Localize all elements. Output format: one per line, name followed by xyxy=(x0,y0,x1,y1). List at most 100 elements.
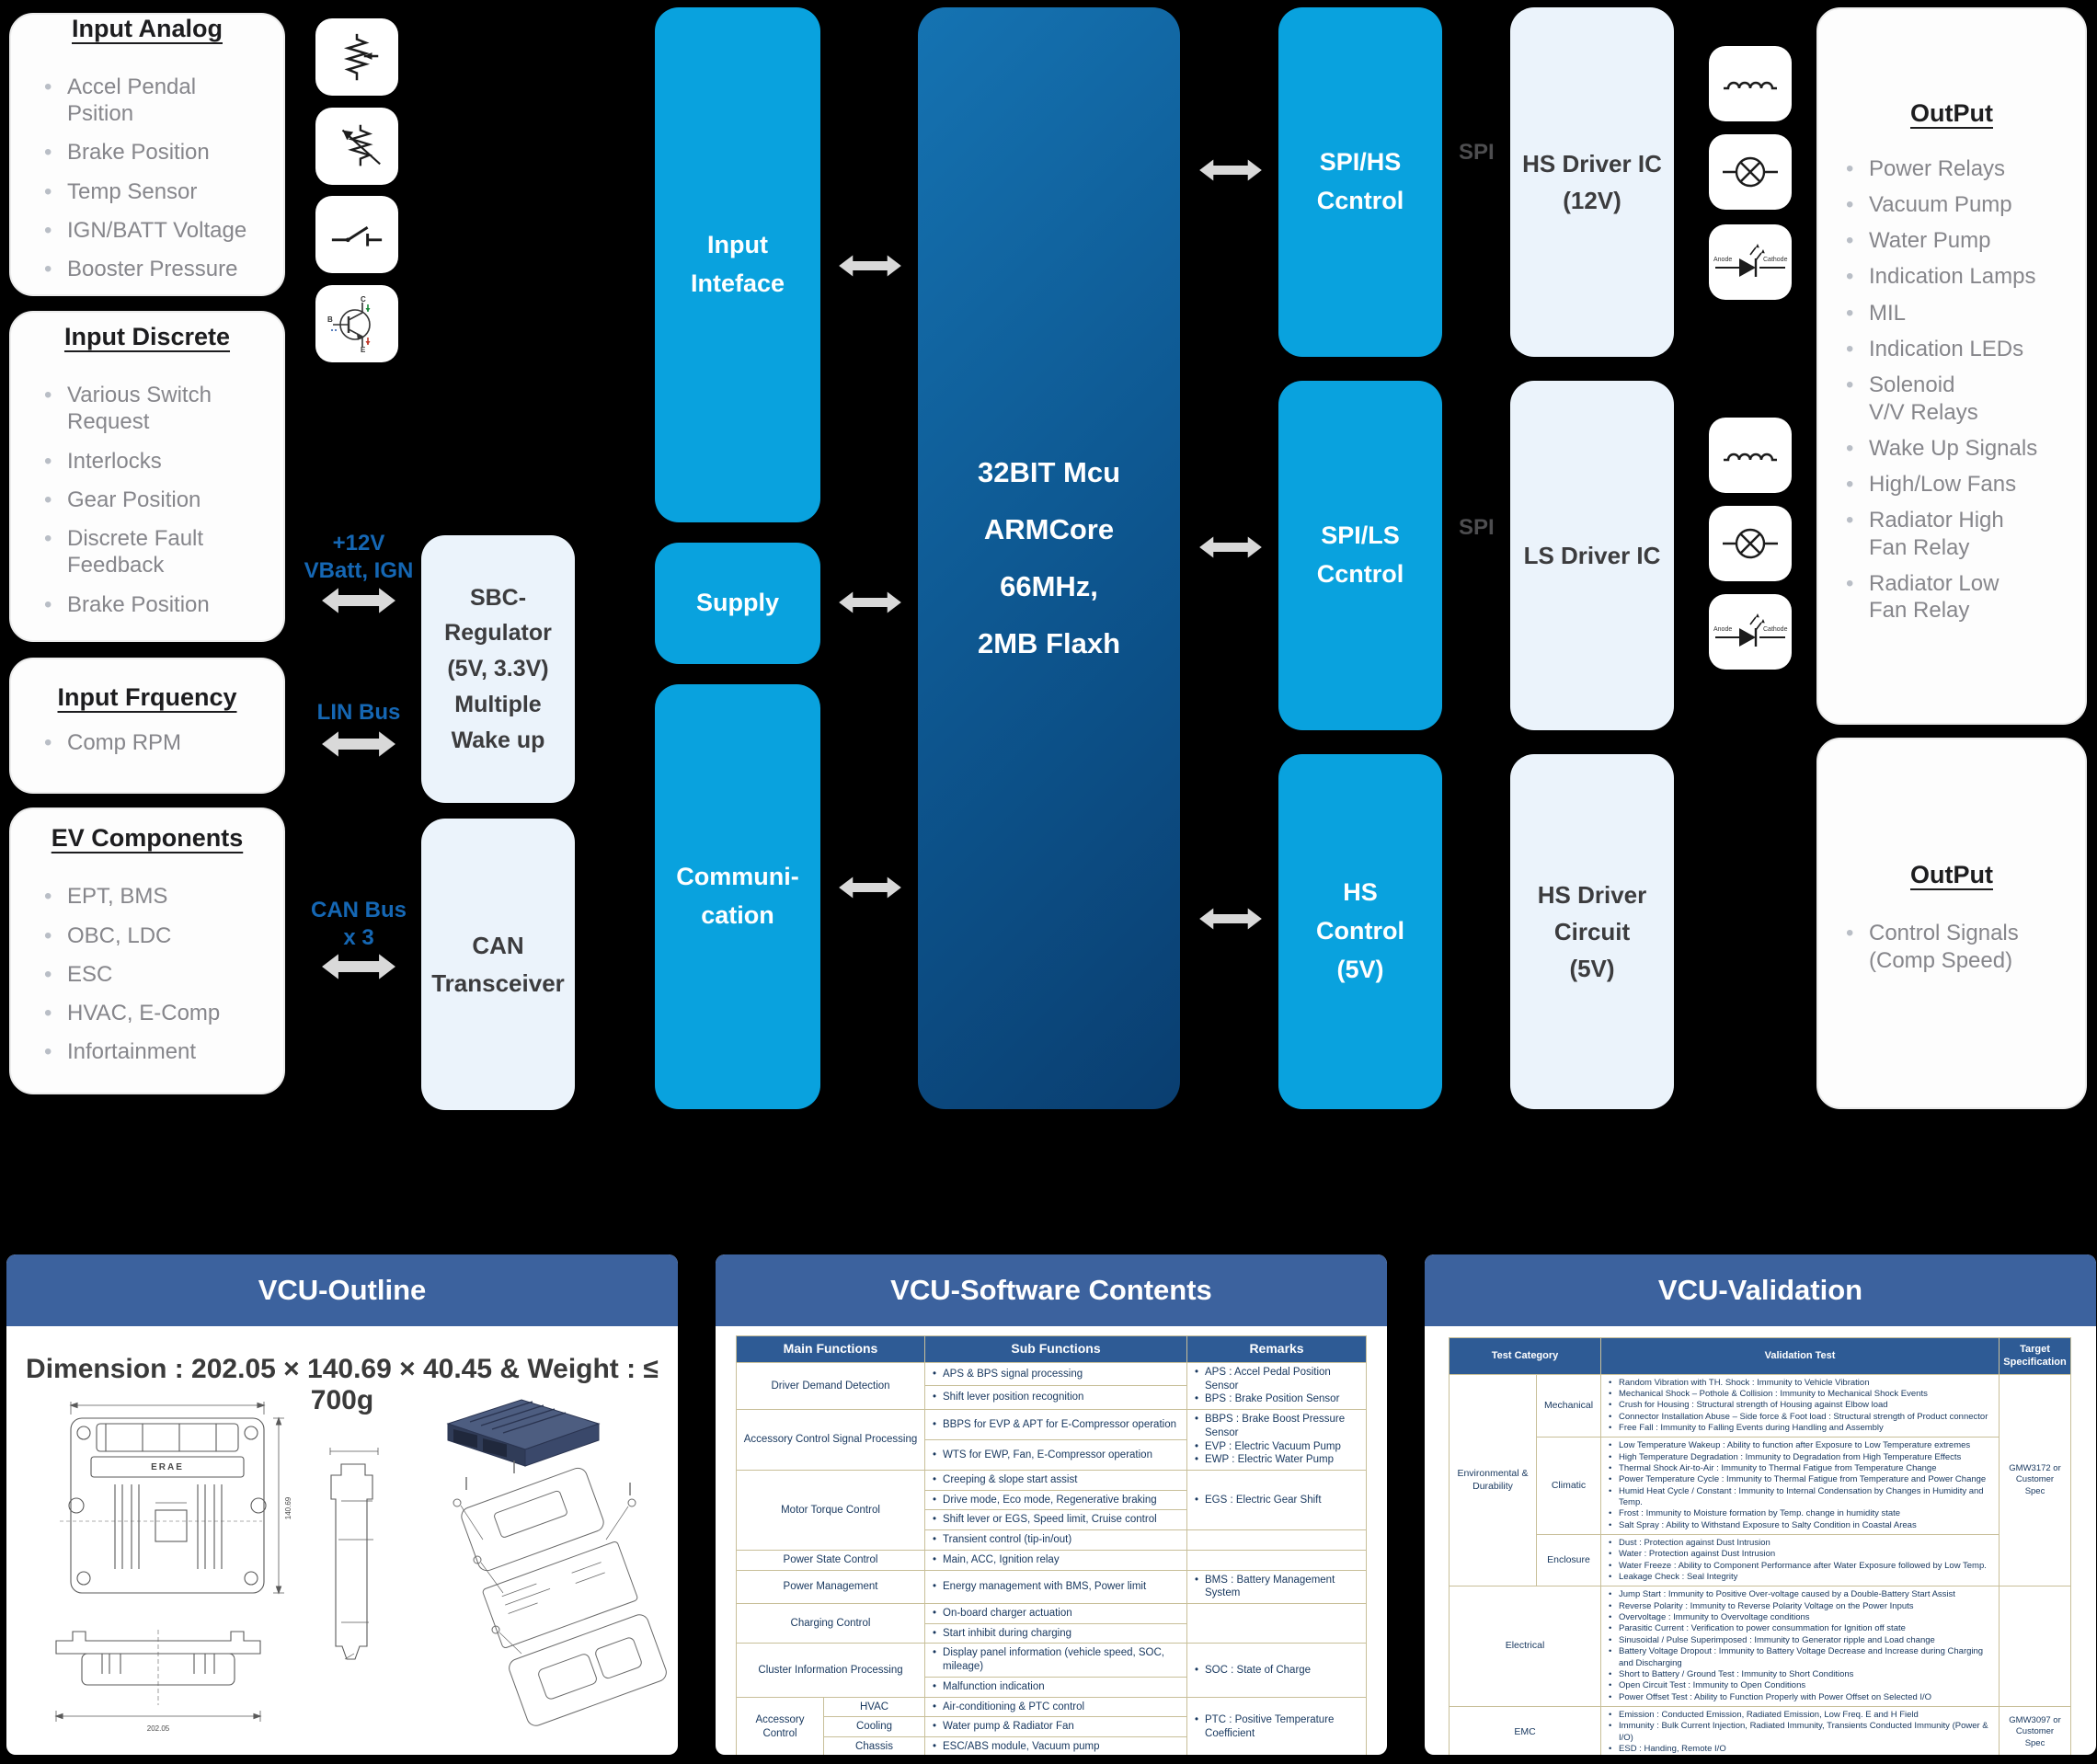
test-category-cell: Electrical xyxy=(1448,1586,1602,1707)
card-list: Control Signals (Comp Speed) xyxy=(1839,908,2065,986)
validation-test-item: Open Circuit Test : Immunity to Open Con… xyxy=(1607,1680,1993,1692)
power-bus-label: +12V VBatt, IGN xyxy=(304,531,414,583)
list-item: Vacuum Pump xyxy=(1844,191,2065,219)
potentiometer-icon xyxy=(315,18,398,96)
list-item: Brake Position xyxy=(42,139,263,166)
card-output-signals: OutPut Control Signals (Comp Speed) xyxy=(1816,738,2087,1109)
list-item: Temp Sensor xyxy=(42,178,263,206)
validation-test-item: Mechanical Shock – Pothole & Collision :… xyxy=(1607,1389,1993,1401)
lin-bus-label: LIN Bus xyxy=(316,700,401,725)
list-item: Discrete Fault Feedback xyxy=(42,525,263,579)
ls-driver-ic-box: LS Driver IC xyxy=(1510,381,1674,730)
communication-box: Communi- cation xyxy=(655,684,820,1109)
panel-header: VCU-Outline xyxy=(6,1254,678,1326)
list-item: Radiator High Fan Relay xyxy=(1844,507,2065,561)
panel-header: VCU-Software Contents xyxy=(716,1254,1387,1326)
remark-item: BBPS : Brake Boost Pressure Sensor xyxy=(1193,1413,1360,1439)
panel-vcu-outline: VCU-Outline Dimension : 202.05 × 140.69 … xyxy=(6,1254,678,1755)
sub-function-cell: Air-conditioning & PTC control xyxy=(924,1696,1188,1718)
spi-label: SPI xyxy=(1459,515,1495,540)
list-item: Wake Up Signals xyxy=(1844,435,2065,463)
validation-test-item: Battery Voltage Dropout : Immunity to Ba… xyxy=(1607,1646,1993,1669)
switch-icon xyxy=(315,196,398,273)
sub-function-item: Drive mode, Eco mode, Regenerative braki… xyxy=(931,1494,1181,1507)
double-arrow-icon xyxy=(1199,159,1262,181)
double-arrow-icon xyxy=(322,588,395,613)
validation-test-cell: Emission : Conducted Emission, Radiated … xyxy=(1600,1705,2000,1755)
hs-driver-circuit-box: HS Driver Circuit (5V) xyxy=(1510,754,1674,1109)
validation-test-item: Connector Installation Abuse – Side forc… xyxy=(1607,1412,1993,1424)
validation-test-item: Thermal Shock Air-to-Air : Immunity to T… xyxy=(1607,1463,1993,1475)
rheostat-glyph xyxy=(341,124,381,166)
main-function-cell: Charging Control xyxy=(735,1602,926,1644)
remarks-cell: BMS : Battery Management System xyxy=(1186,1569,1368,1604)
list-item: Booster Pressure xyxy=(42,256,263,283)
sub-category-cell: Mechanical xyxy=(1535,1373,1602,1438)
validation-test-item: Parasitic Current : Verification to powe… xyxy=(1607,1623,1993,1635)
double-arrow-icon xyxy=(1199,536,1262,558)
list-item: Control Signals (Comp Speed) xyxy=(1844,920,2065,974)
potentiometer-glyph xyxy=(343,33,379,81)
list-item: Various Switch Request xyxy=(42,382,263,436)
list-item: Solenoid V/V Relays xyxy=(1844,372,2065,426)
sub-function-item: APS & BPS signal processing xyxy=(931,1368,1181,1381)
sub-function-cell: ESC/ABS module, Vacuum pump xyxy=(924,1736,1188,1755)
card-title: Input Frquency xyxy=(57,682,237,711)
inductor-icon xyxy=(1709,46,1792,121)
panel-header: VCU-Validation xyxy=(1425,1254,2096,1326)
sub-function-item: Start inhibit during charging xyxy=(931,1627,1181,1641)
cathode-label: Cathode xyxy=(1763,626,1788,633)
sub-function-item: Energy management with BMS, Power limit xyxy=(931,1580,1181,1594)
list-item: MIL xyxy=(1844,300,2065,327)
sub-function-cell: Drive mode, Eco mode, Regenerative braki… xyxy=(924,1489,1188,1511)
sub-category-cell: HVAC xyxy=(822,1696,926,1718)
column-header: Target Specification xyxy=(1999,1337,2072,1375)
card-title: EV Components xyxy=(51,824,244,853)
ecu-3d-render xyxy=(446,1399,601,1467)
main-function-cell: Driver Demand Detection xyxy=(735,1361,926,1411)
validation-test-item: Low Temperature Wakeup : Ability to func… xyxy=(1607,1440,1993,1452)
list-item: Brake Position xyxy=(42,591,263,619)
remarks-cell xyxy=(1186,1602,1368,1644)
can-transceiver-box: CAN Transceiver xyxy=(421,819,575,1110)
list-item: Interlocks xyxy=(42,448,263,475)
sub-function-item: Shift lever position recognition xyxy=(931,1391,1181,1404)
list-item: High/Low Fans xyxy=(1844,471,2065,498)
sub-function-cell: Water pump & Radiator Fan xyxy=(924,1716,1188,1737)
remark-item: EGS : Electric Gear Shift xyxy=(1193,1494,1360,1507)
validation-test-item: Random Vibration with TH. Shock : Immuni… xyxy=(1607,1378,1993,1390)
sub-category-cell: Cooling xyxy=(822,1716,926,1737)
list-item: Water Pump xyxy=(1844,227,2065,255)
column-header: Validation Test xyxy=(1600,1337,2000,1375)
remarks-cell xyxy=(1186,1549,1368,1571)
main-function-cell: Power State Control xyxy=(735,1549,926,1571)
inductor-glyph xyxy=(1724,452,1777,462)
double-arrow-icon xyxy=(839,591,901,613)
drawing-dim-height: 140.69 xyxy=(284,1496,292,1519)
sub-function-cell: Main, ACC, Ignition relay xyxy=(924,1549,1188,1571)
card-title: OutPut xyxy=(1910,98,1993,127)
switch-glyph xyxy=(331,226,383,246)
sub-function-cell: Shift lever or EGS, Speed limit, Cruise … xyxy=(924,1509,1188,1531)
sub-function-item: Air-conditioning & PTC control xyxy=(931,1701,1181,1714)
sbc-regulator-box: SBC- Regulator (5V, 3.3V) Multiple Wake … xyxy=(421,535,575,803)
card-title: Input Discrete xyxy=(63,323,231,351)
drawing-dim-width: 202.05 xyxy=(147,1724,170,1733)
transistor-b-label: B xyxy=(327,315,333,324)
main-function-cell: Power Management xyxy=(735,1569,926,1604)
mcu-line: ARMCore xyxy=(983,513,1115,545)
validation-test-item: Power Offset Test : Ability to Function … xyxy=(1607,1692,1993,1704)
led-icon: Anode Cathode xyxy=(1709,594,1792,670)
validation-test-item: Sinusoidal / Pulse Superimposed : Immuni… xyxy=(1607,1635,1993,1647)
double-arrow-icon xyxy=(839,255,901,277)
sub-function-item: Transient control (tip-in/out) xyxy=(931,1533,1181,1547)
input-interface-box: Input Inteface xyxy=(655,7,820,522)
card-input-discrete: Input Discrete Various Switch RequestInt… xyxy=(9,311,285,642)
list-item: OBC, LDC xyxy=(42,922,263,950)
inductor-glyph xyxy=(1724,81,1777,90)
test-category-cell: Environmental & Durability xyxy=(1449,1373,1537,1587)
validation-test-item: Water Freeze : Ability to Component Perf… xyxy=(1607,1561,1993,1573)
list-item: Power Relays xyxy=(1844,155,2065,183)
spi-label: SPI xyxy=(1459,140,1495,165)
remark-item: EVP : Electric Vacuum Pump xyxy=(1193,1440,1360,1454)
